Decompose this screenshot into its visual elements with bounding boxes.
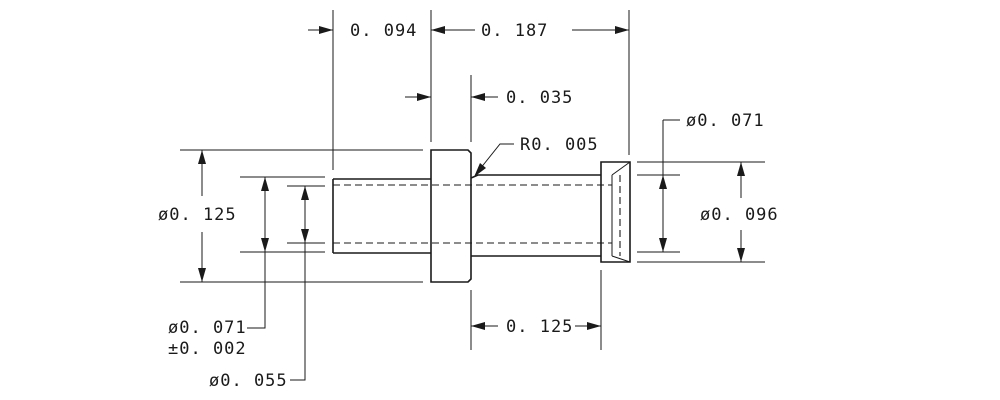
- dim-flange-dia-text: ø0. 125: [158, 205, 237, 225]
- dim-thickness-text: 0. 035: [506, 88, 573, 108]
- extension-lines: [180, 10, 765, 350]
- dim-shank-length: 0. 125: [471, 317, 601, 337]
- dim-shank-diameter: ø0. 055: [209, 186, 309, 391]
- hidden-bore: [333, 175, 621, 256]
- dim-len-left: 0. 094: [350, 21, 417, 41]
- right-head: [600, 161, 631, 263]
- dim-radius-text: R0. 005: [520, 135, 599, 155]
- dim-flange-diameter: ø0. 125: [158, 150, 237, 282]
- dim-head-dia-text: ø0. 096: [700, 205, 779, 225]
- dim-bore-tol-text: ±0. 002: [168, 339, 247, 359]
- dim-len-right: 0. 187: [481, 21, 548, 41]
- dim-head-diameter: ø0. 096: [700, 162, 779, 262]
- dim-top-lengths: 0. 094 0. 187: [308, 21, 629, 41]
- right-shank: [470, 174, 601, 257]
- head-chamfer: [611, 161, 631, 263]
- flange: [430, 149, 472, 283]
- dim-fillet-radius: R0. 005: [474, 135, 599, 177]
- dim-shank-length-text: 0. 125: [506, 317, 573, 337]
- dim-shank-dia-text: ø0. 055: [209, 371, 288, 391]
- dim-head-inner-text: ø0. 071: [686, 111, 765, 131]
- dim-head-inner-diameter: ø0. 071: [659, 111, 765, 252]
- left-tube: [332, 178, 431, 254]
- dim-bore-diameter: ø0. 071 ±0. 002: [168, 177, 269, 359]
- dim-bore-dia-text: ø0. 071: [168, 318, 247, 338]
- part-outline: [332, 149, 631, 283]
- dim-flange-thickness: 0. 035: [405, 88, 573, 108]
